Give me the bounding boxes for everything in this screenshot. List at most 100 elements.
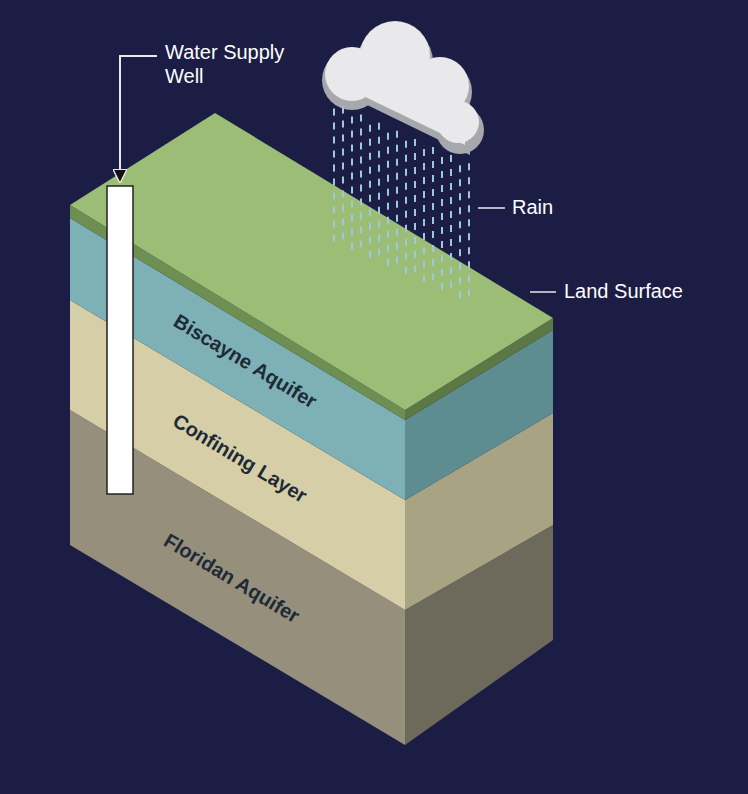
rain-drop xyxy=(333,108,335,115)
rain-drop xyxy=(351,145,353,152)
rain-drop xyxy=(396,215,398,222)
rain-drop xyxy=(423,191,425,198)
rain-drop xyxy=(405,155,407,162)
rain-drop xyxy=(351,173,353,180)
rain-drop xyxy=(351,117,353,124)
rain-drop xyxy=(387,231,389,238)
rain-drop xyxy=(432,231,434,238)
rain-drop xyxy=(414,153,416,160)
rain-drop xyxy=(414,167,416,174)
layer-name: Floridan Aquifer xyxy=(160,528,304,628)
rain-drop xyxy=(459,291,461,298)
rain-drop xyxy=(459,235,461,242)
rain-drop xyxy=(414,223,416,230)
rain-drop xyxy=(342,107,344,114)
rain-drop xyxy=(342,149,344,156)
rain-drop xyxy=(351,215,353,222)
well-casing xyxy=(107,186,133,494)
rain-drop xyxy=(450,155,452,162)
rain-drop xyxy=(450,253,452,260)
rain-drop xyxy=(351,159,353,166)
rain-drop xyxy=(369,153,371,160)
rain-drop xyxy=(459,193,461,200)
rain-drop xyxy=(387,203,389,210)
rain-drop xyxy=(468,163,470,170)
rain-drop xyxy=(360,129,362,136)
rain-drop xyxy=(360,213,362,220)
rain-drop xyxy=(378,207,380,214)
layer-band: Floridan Aquifer xyxy=(151,521,313,636)
rain-drop xyxy=(441,185,443,192)
rain-drop xyxy=(396,173,398,180)
rain-drop xyxy=(432,245,434,252)
rain-drop xyxy=(342,177,344,184)
rain-drop xyxy=(414,139,416,146)
rain-drop xyxy=(441,255,443,262)
rain-drop xyxy=(360,143,362,150)
rain-drop xyxy=(450,169,452,176)
rain-drop xyxy=(414,237,416,244)
rain-drop xyxy=(369,251,371,258)
leader-line xyxy=(120,56,157,182)
rain-drop xyxy=(459,165,461,172)
rain-drop xyxy=(459,249,461,256)
rain-drop xyxy=(405,141,407,148)
rain-drop xyxy=(333,164,335,171)
rain-drop xyxy=(423,233,425,240)
rain-drop xyxy=(351,187,353,194)
rain-drop xyxy=(378,193,380,200)
rain-drop xyxy=(468,233,470,240)
rain-drop xyxy=(369,195,371,202)
rain-drop xyxy=(351,243,353,250)
rain-drop xyxy=(387,147,389,154)
rain-drop xyxy=(387,217,389,224)
rain-drop xyxy=(432,217,434,224)
rain-drop xyxy=(369,139,371,146)
layer-name: Confining Layer xyxy=(169,409,312,508)
rain-drop xyxy=(351,229,353,236)
rain-drop xyxy=(468,205,470,212)
rain-drop xyxy=(441,199,443,206)
rain-drop xyxy=(333,150,335,157)
rain-drop xyxy=(396,187,398,194)
rain-drop xyxy=(468,177,470,184)
rain-drop xyxy=(441,157,443,164)
rain-drop xyxy=(360,157,362,164)
rain-drop xyxy=(396,201,398,208)
rain-drop xyxy=(405,197,407,204)
rain-drop xyxy=(468,247,470,254)
rain-drop xyxy=(342,205,344,212)
rain-drop xyxy=(441,241,443,248)
rain-drop xyxy=(450,267,452,274)
rain-drop xyxy=(387,245,389,252)
rain-drop xyxy=(468,275,470,282)
rain-drop xyxy=(351,131,353,138)
rain-drop xyxy=(378,249,380,256)
rain-drop xyxy=(450,225,452,232)
rain-drop xyxy=(459,277,461,284)
rain-drop xyxy=(396,257,398,264)
rain-drop xyxy=(378,123,380,130)
rain-drop xyxy=(405,183,407,190)
leader-line xyxy=(530,291,556,293)
layer-band: Biscayne Aquifer xyxy=(160,301,330,420)
rain-drop xyxy=(342,121,344,128)
rain-drop xyxy=(441,283,443,290)
callout-label: Land Surface xyxy=(564,279,734,303)
rain-drop xyxy=(432,273,434,280)
rain-drop xyxy=(450,281,452,288)
rain-drop xyxy=(333,136,335,143)
rain-drop xyxy=(405,211,407,218)
rain-drop xyxy=(360,227,362,234)
rain-drop xyxy=(459,263,461,270)
rain-drop xyxy=(369,223,371,230)
rain-drop xyxy=(405,239,407,246)
rain-drop xyxy=(333,178,335,185)
rain-drop xyxy=(432,161,434,168)
rain-drop xyxy=(360,199,362,206)
rain-drop xyxy=(414,181,416,188)
rain-drop xyxy=(360,185,362,192)
rain-drop xyxy=(468,261,470,268)
rain-drop xyxy=(441,213,443,220)
rain-drop xyxy=(450,197,452,204)
